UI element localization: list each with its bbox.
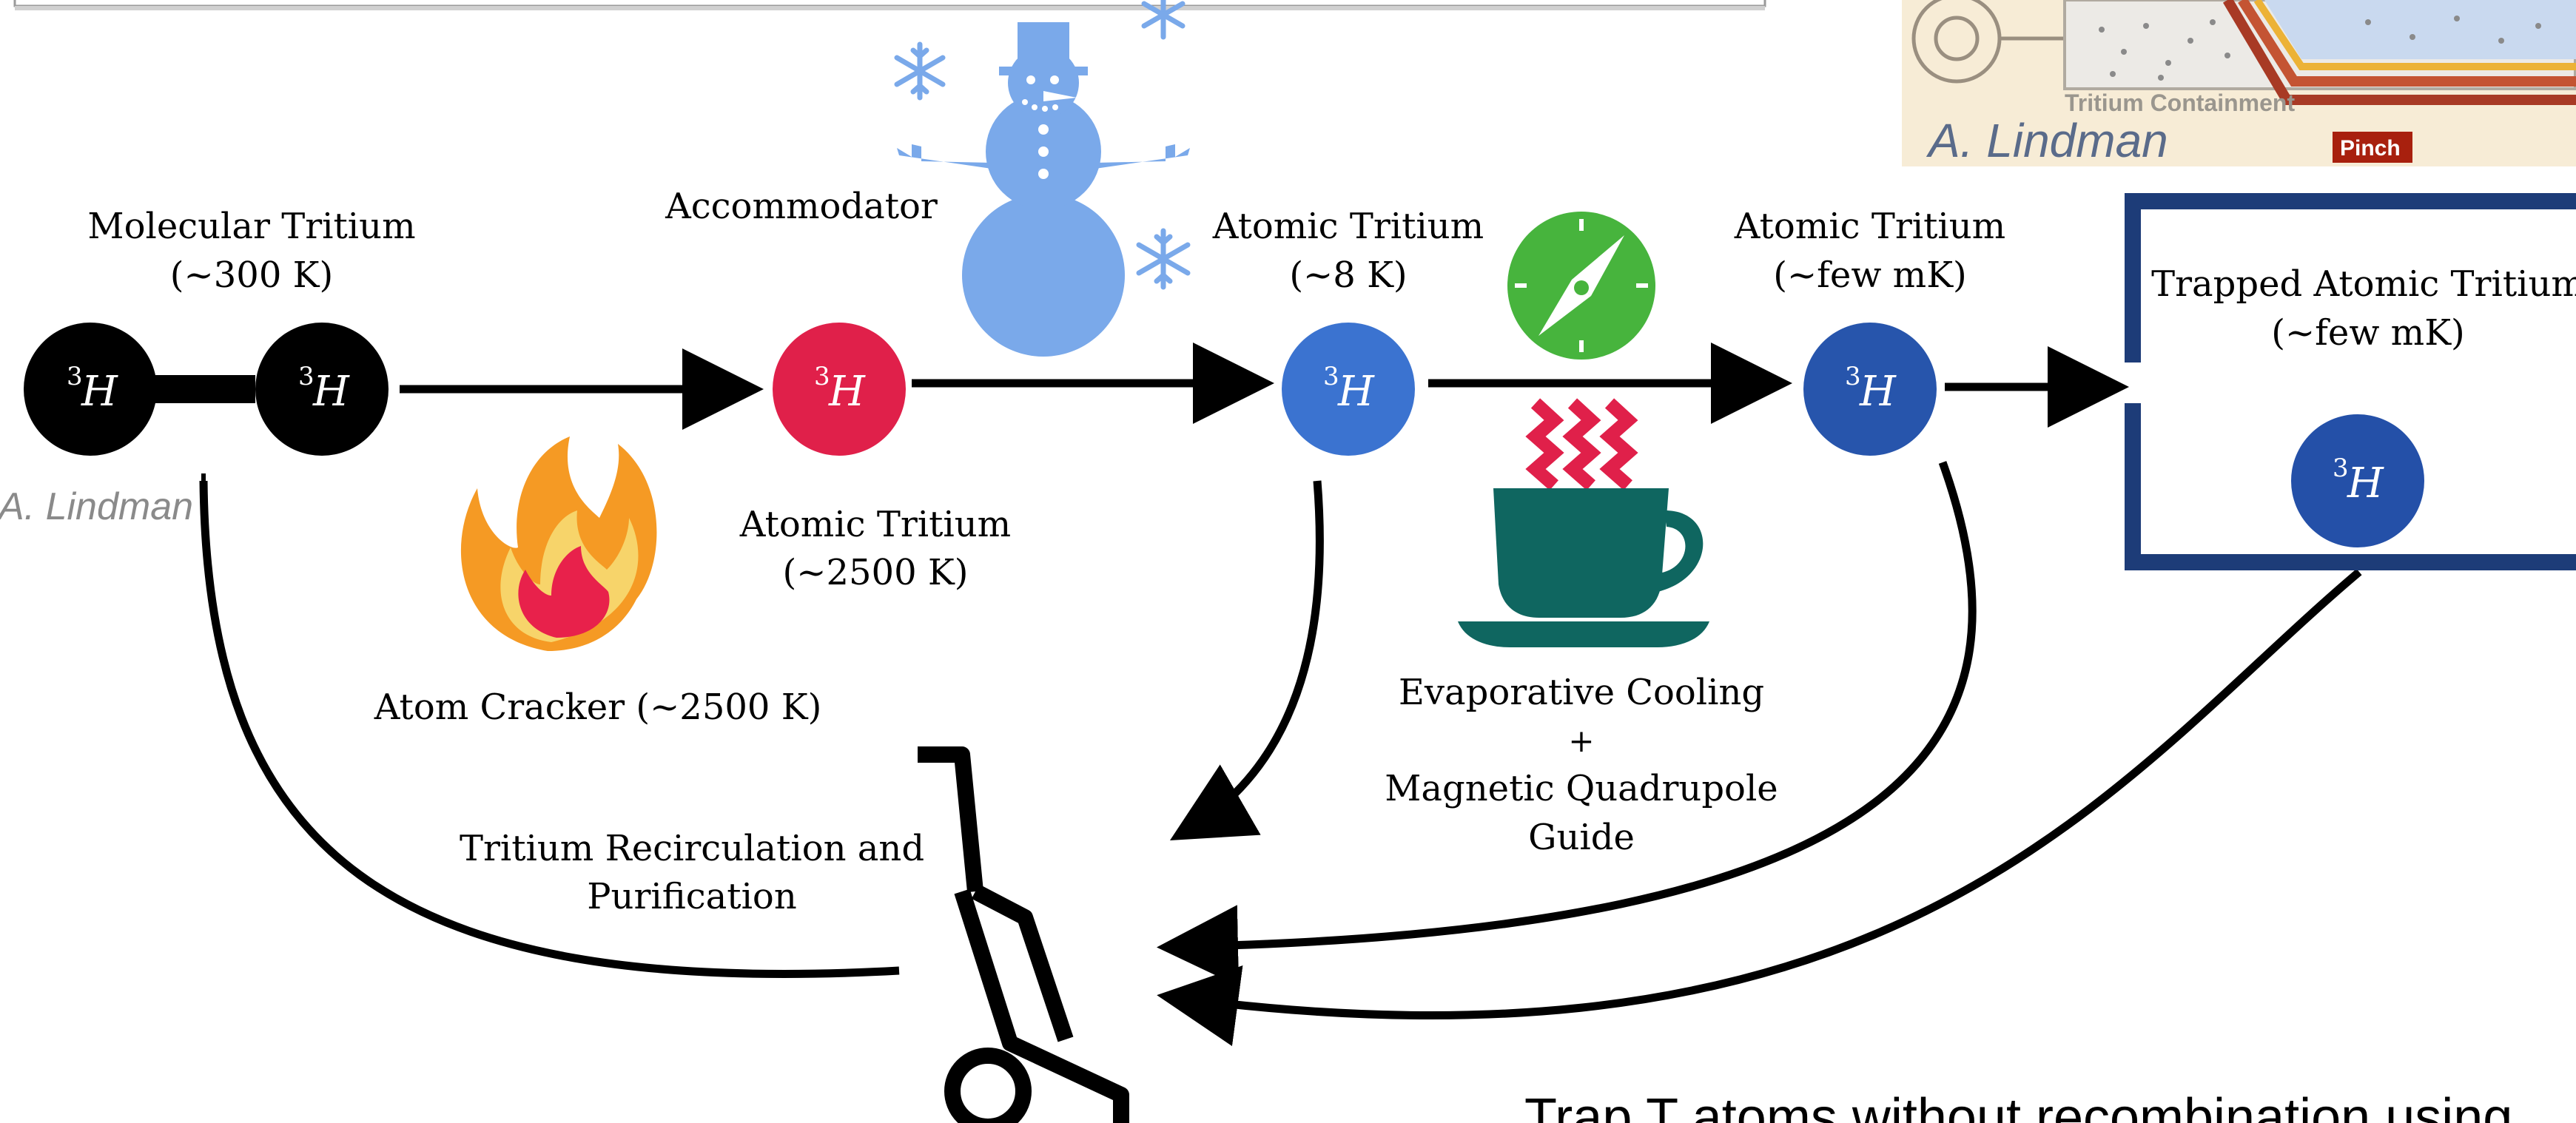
atom-symbol: H xyxy=(81,368,118,416)
atom-superscript: 3 xyxy=(814,362,830,391)
atom-symbol: H xyxy=(828,368,866,416)
top-right-inset: Tritium Containment A. Lindman Pinch xyxy=(1902,0,2576,167)
label-atomic-8k-temp: (~8 K) xyxy=(1289,254,1407,296)
curve-8k-return xyxy=(1169,480,1324,841)
label-trapped: Trapped Atomic Tritium xyxy=(2151,263,2576,305)
compass-icon xyxy=(1507,212,1655,360)
heat-waves-icon xyxy=(1525,398,1638,490)
label-evaporative-quadrupole: Magnetic Quadrupole xyxy=(1385,768,1778,809)
snowflake-icon xyxy=(894,0,1191,290)
inset-credit-top-right: A. Lindman xyxy=(1926,114,2168,167)
label-atom-cracker: Atom Cracker (~2500 K) xyxy=(374,687,822,728)
trap-box: 3 H xyxy=(2125,193,2576,570)
inset-containment-label: Tritium Containment xyxy=(2065,90,2295,116)
labels: Molecular Tritium (~300 K) Accommodator … xyxy=(87,186,2576,917)
atom-superscript: 3 xyxy=(1323,362,1339,391)
coffee-cup-icon xyxy=(1458,488,1709,647)
inset-pinch-badge xyxy=(2333,132,2412,163)
snowman-icon xyxy=(897,22,1190,357)
curve-fewmk-return xyxy=(1157,461,1977,987)
atom-superscript: 3 xyxy=(2333,453,2349,483)
atom-superscript: 3 xyxy=(67,362,83,391)
label-molecular-tritium: Molecular Tritium xyxy=(87,206,415,247)
label-evaporative-plus: + xyxy=(1568,723,1594,759)
molecular-tritium: 3 H 3 H xyxy=(24,323,389,456)
label-recirculation-2: Purification xyxy=(587,876,796,917)
inset-pinch-label: Pinch xyxy=(2340,136,2401,161)
atom-superscript: 3 xyxy=(1845,362,1861,391)
atom-superscript: 3 xyxy=(298,362,315,391)
label-accommodator: Accommodator xyxy=(665,186,938,227)
label-atomic-fewmk: Atomic Tritium xyxy=(1734,206,2005,247)
label-atomic-2500-temp: (~2500 K) xyxy=(783,552,969,593)
bottom-caption: Trap T atoms without recombination using xyxy=(1524,1088,2512,1123)
atom-cold-8k: 3 H xyxy=(1282,323,1415,456)
label-molecular-temp: (~300 K) xyxy=(170,254,333,296)
label-atomic-8k: Atomic Tritium xyxy=(1212,206,1484,247)
atom-symbol: H xyxy=(2347,459,2384,507)
vacuum-cleaner-icon xyxy=(918,746,1129,1123)
label-recirculation: Tritium Recirculation and xyxy=(460,828,924,869)
atom-fewmk: 3 H xyxy=(1803,323,1937,456)
recirculation-arrows xyxy=(199,461,2362,1047)
atom-trapped xyxy=(2291,414,2424,547)
atom-symbol: H xyxy=(1337,368,1375,416)
inset-credit-left: A. Lindman xyxy=(0,485,193,528)
process-arrows xyxy=(400,343,2129,430)
top-left-inset-frame xyxy=(13,0,1766,10)
fire-icon xyxy=(460,436,657,651)
label-atomic-fewmk-temp: (~few mK) xyxy=(1773,254,1967,296)
label-evaporative-guide: Guide xyxy=(1528,817,1635,858)
label-trapped-temp: (~few mK) xyxy=(2271,312,2465,354)
atom-symbol: H xyxy=(1859,368,1897,416)
atom-symbol: H xyxy=(312,368,350,416)
atom-hot-2500k: 3 H xyxy=(773,323,906,456)
label-atomic-2500: Atomic Tritium xyxy=(739,504,1011,545)
label-evaporative: Evaporative Cooling xyxy=(1399,672,1764,713)
curve-trap-return xyxy=(1157,568,2362,1047)
curve-molecular-return xyxy=(199,480,900,979)
